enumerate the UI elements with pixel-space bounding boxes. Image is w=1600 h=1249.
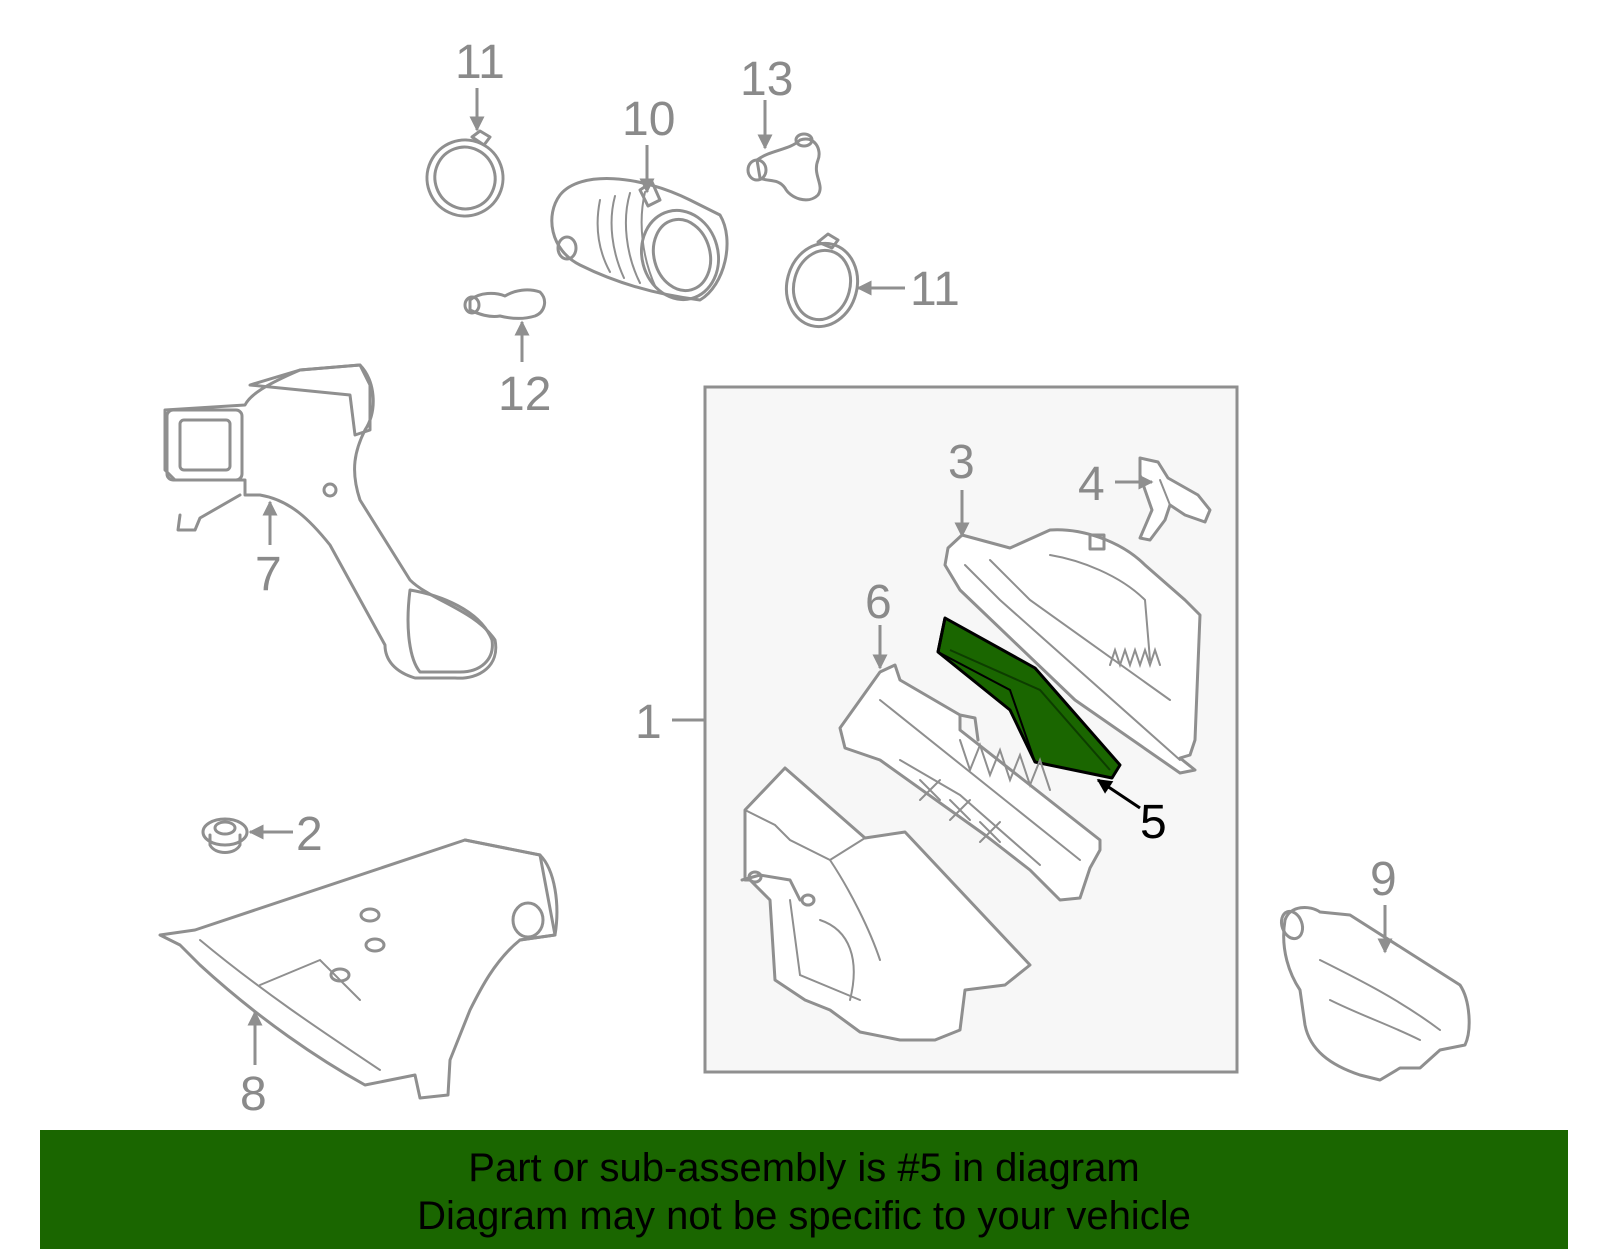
callout-1: 1 xyxy=(635,696,662,749)
hose-clamp-icon xyxy=(784,232,860,329)
info-banner: Part or sub-assembly is #5 in diagram Di… xyxy=(40,1130,1568,1249)
air-filter-element-icon xyxy=(936,616,1122,780)
intake-duct-icon xyxy=(163,363,498,680)
hose-clamp-icon xyxy=(425,129,505,218)
lower-duct-icon xyxy=(158,838,559,1100)
callout-11-top: 11 xyxy=(455,36,505,89)
callout-4: 4 xyxy=(1078,458,1105,511)
bracket-icon xyxy=(1138,456,1212,542)
callout-12: 12 xyxy=(498,368,551,421)
air-cleaner-cover-icon xyxy=(943,528,1202,775)
filter-frame-icon xyxy=(838,663,1102,902)
banner-line-2: Diagram may not be specific to your vehi… xyxy=(417,1194,1191,1238)
callout-10: 10 xyxy=(622,93,675,146)
small-hose-icon xyxy=(463,288,547,320)
resonator-icon xyxy=(1279,906,1471,1082)
elbow-hose-icon xyxy=(746,132,822,202)
callout-5: 5 xyxy=(1140,796,1167,849)
callout-3: 3 xyxy=(948,436,975,489)
mass-air-flow-sensor-icon xyxy=(550,177,729,302)
callout-11-right: 11 xyxy=(910,263,960,316)
callout-2: 2 xyxy=(296,808,323,861)
callout-7: 7 xyxy=(255,548,282,601)
air-cleaner-case-icon xyxy=(740,766,1032,1042)
callout-9: 9 xyxy=(1370,853,1397,906)
callout-6: 6 xyxy=(865,576,892,629)
callout-8: 8 xyxy=(240,1068,267,1121)
callout-13: 13 xyxy=(740,53,793,106)
grommet-icon xyxy=(201,817,249,854)
banner-line-1: Part or sub-assembly is #5 in diagram xyxy=(468,1146,1140,1190)
